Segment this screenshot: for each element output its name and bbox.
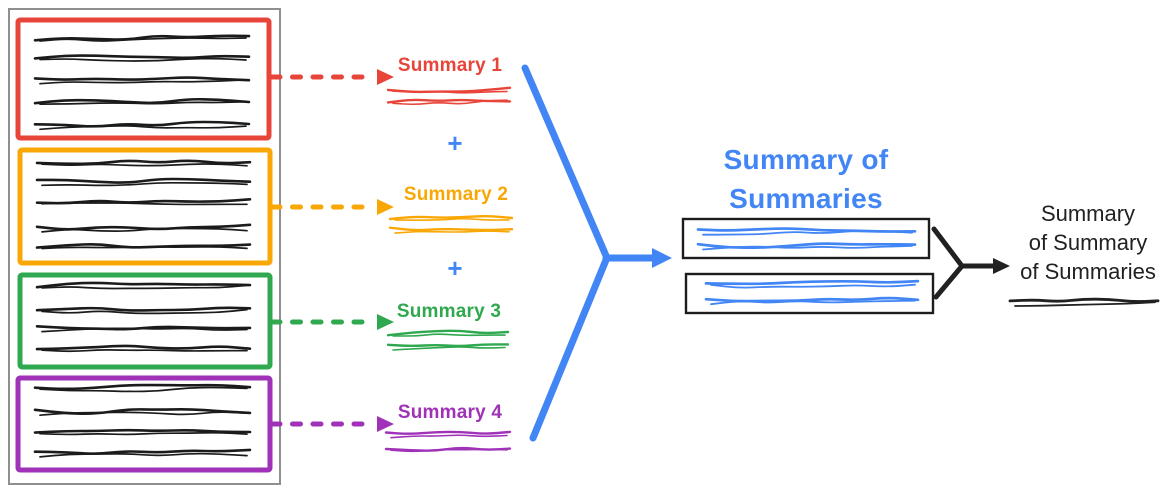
- final-converge-arrow-icon: [931, 226, 1010, 300]
- source-document-2: [17, 147, 273, 266]
- summary-2-label: Summary 2: [403, 184, 509, 205]
- plus-sign-2: +: [447, 253, 463, 283]
- document-stack-frame: [8, 8, 281, 485]
- source-document-1: [15, 17, 272, 141]
- summary-3-sketch: [386, 329, 510, 351]
- summary-4-dashed-arrow-icon: [269, 416, 394, 432]
- plus-sign-1: +: [447, 128, 463, 158]
- summary-3-label: Summary 3: [396, 301, 502, 322]
- summary-of-summaries-title: Summary of Summaries: [646, 140, 966, 218]
- summary-1-sketch: [386, 86, 512, 106]
- summary-of-summaries-title-line1: Summary of: [723, 144, 889, 175]
- summary-of-summaries-title-line2: Summaries: [729, 183, 883, 214]
- merge-converge-arrow-icon: [521, 64, 672, 442]
- source-document-4: [15, 375, 273, 473]
- summary-2-sketch: [388, 214, 514, 234]
- summary-2-dashed-arrow-icon: [269, 199, 394, 215]
- summary-3-dashed-arrow-icon: [269, 314, 394, 330]
- final-summary-sketch: [1008, 297, 1160, 307]
- final-summary-title-line1: Summary: [1040, 201, 1136, 226]
- merged-summary-box-2: [684, 272, 935, 315]
- summary-4-sketch: [384, 430, 512, 453]
- summary-1-label: Summary 1: [397, 55, 503, 76]
- final-summary-title-line3: of Summaries: [1020, 259, 1156, 284]
- final-summary-title-line2: of Summary: [1028, 230, 1148, 255]
- summary-1-dashed-arrow-icon: [269, 69, 394, 85]
- final-summary-title: Summary of Summary of Summaries: [978, 199, 1170, 286]
- summary-4-label: Summary 4: [397, 402, 503, 423]
- source-document-3: [17, 272, 273, 370]
- merged-summary-box-1: [681, 217, 931, 260]
